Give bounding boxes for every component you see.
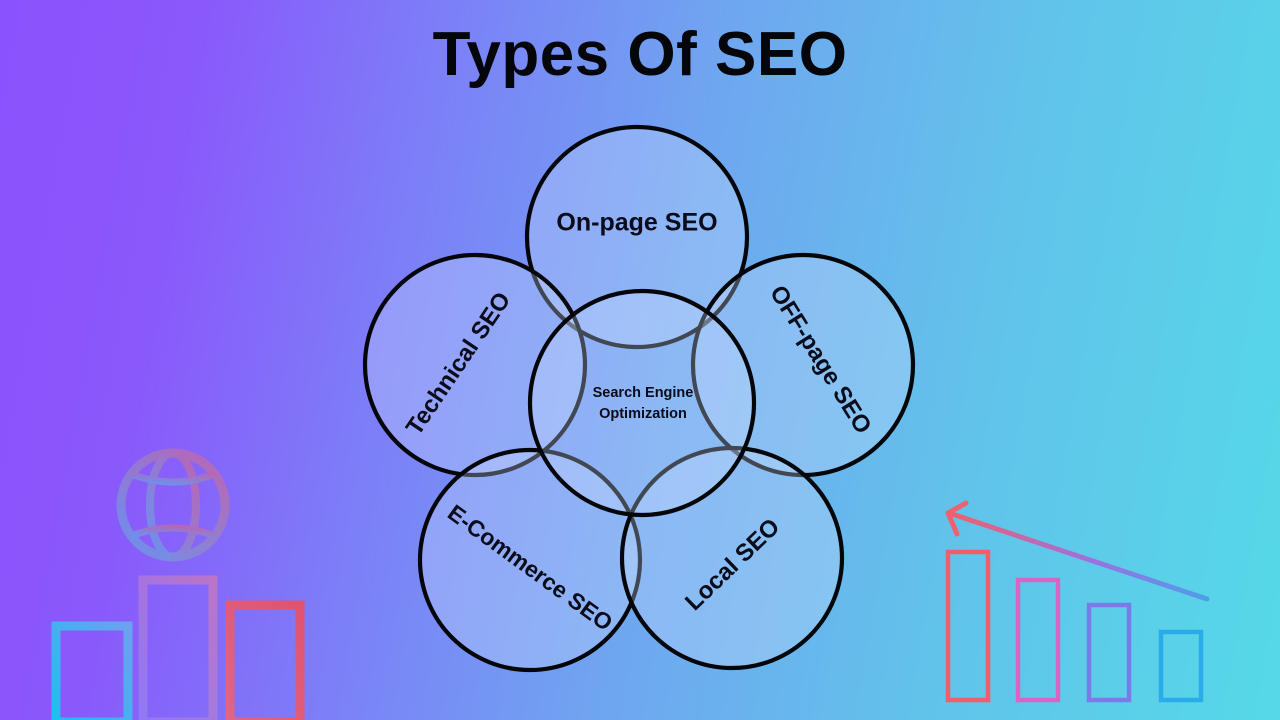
venn-circle-local[interactable] <box>619 445 845 671</box>
page-title: Types Of SEO <box>432 20 848 89</box>
venn-circle-on-page[interactable] <box>524 124 750 350</box>
venn-circle-center[interactable] <box>527 288 757 518</box>
venn-circle-e-commerce[interactable] <box>417 447 643 673</box>
